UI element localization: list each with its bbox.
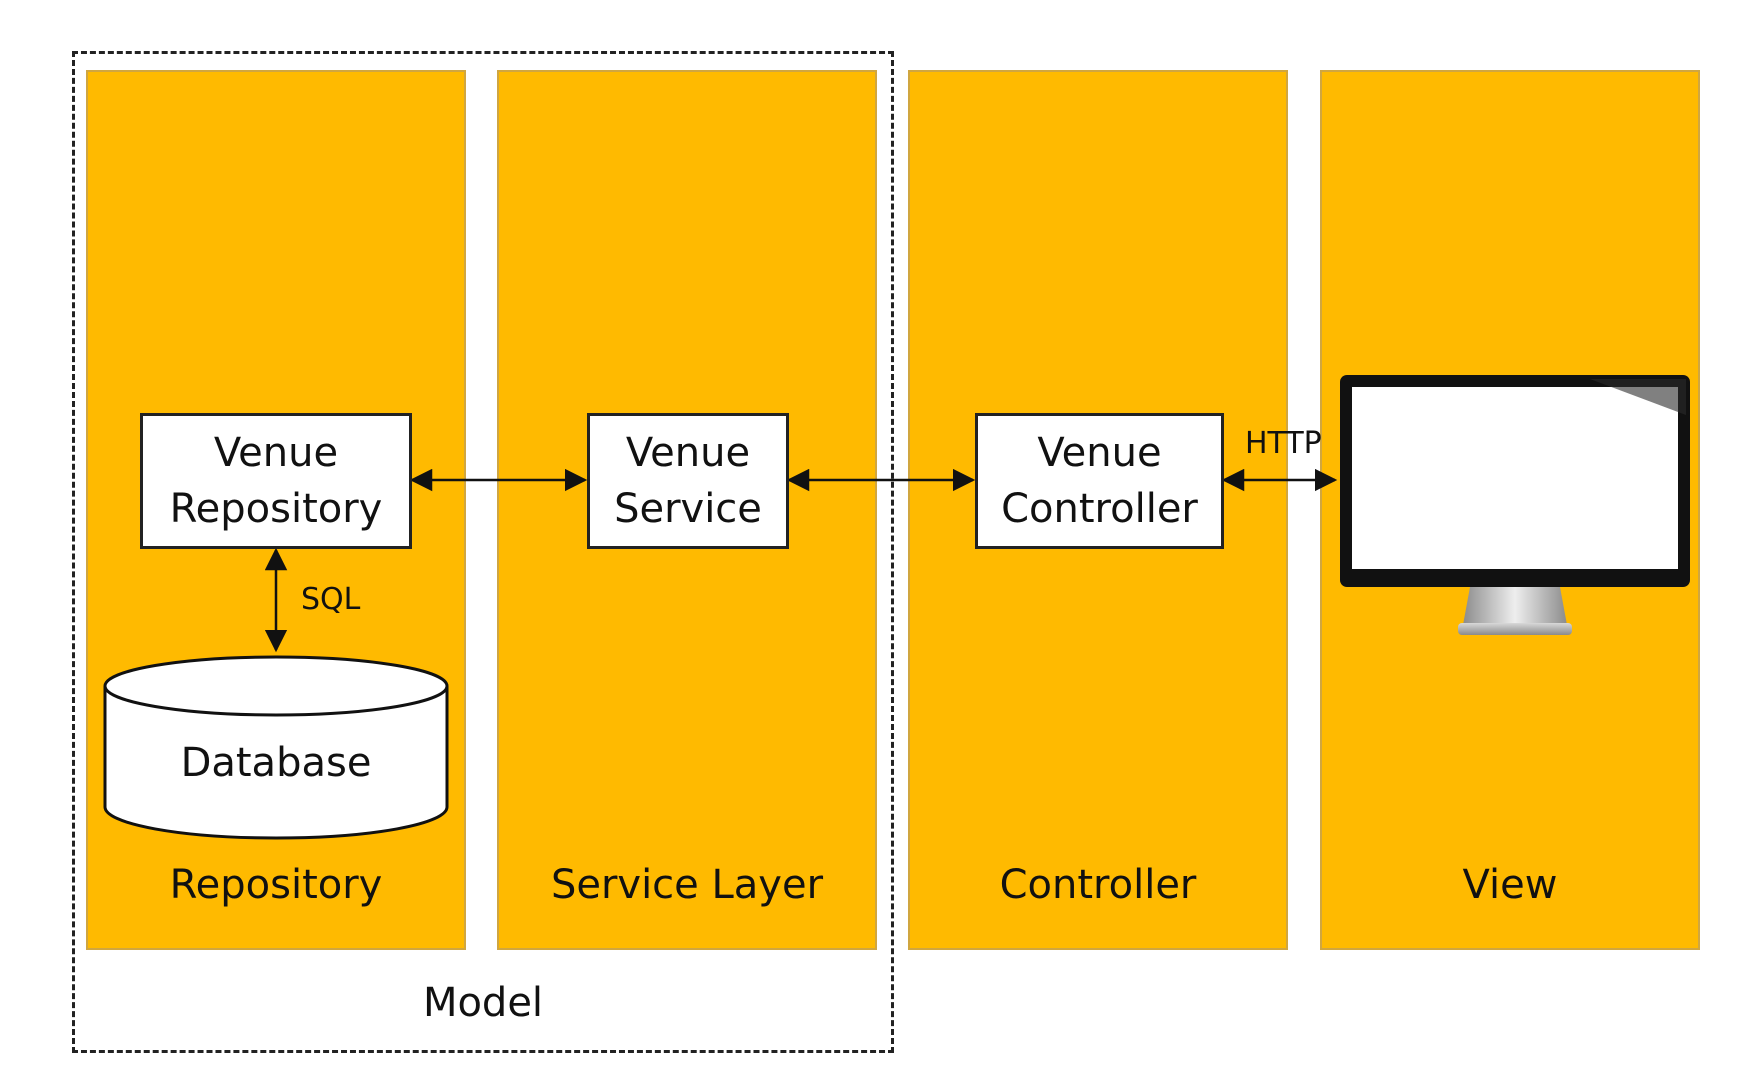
layer-view-label: View [1462, 862, 1558, 908]
venue-service-line2: Service [614, 486, 762, 532]
database-cylinder-icon [103, 655, 449, 840]
layer-service-label: Service Layer [550, 862, 824, 908]
database-label: Database [180, 740, 372, 786]
model-group-border [72, 51, 894, 1053]
venue-repository-line1: Venue [213, 430, 339, 476]
venue-repository-line2: Repository [169, 486, 383, 532]
venue-controller-box: Venue Controller [975, 413, 1224, 549]
sql-label: SQL [301, 582, 361, 617]
model-label: Model [422, 980, 544, 1026]
venue-controller-line1: Venue [1037, 430, 1162, 476]
venue-controller-line2: Controller [1001, 486, 1198, 532]
venue-repository-box: Venue Repository [140, 413, 412, 549]
layer-controller-label: Controller [999, 862, 1197, 908]
venue-service-box: Venue Service [587, 413, 789, 549]
http-label: HTTP [1245, 426, 1322, 461]
venue-service-line1: Venue [625, 430, 751, 476]
monitor-icon [1340, 375, 1690, 635]
layer-repository-label: Repository [169, 862, 383, 908]
